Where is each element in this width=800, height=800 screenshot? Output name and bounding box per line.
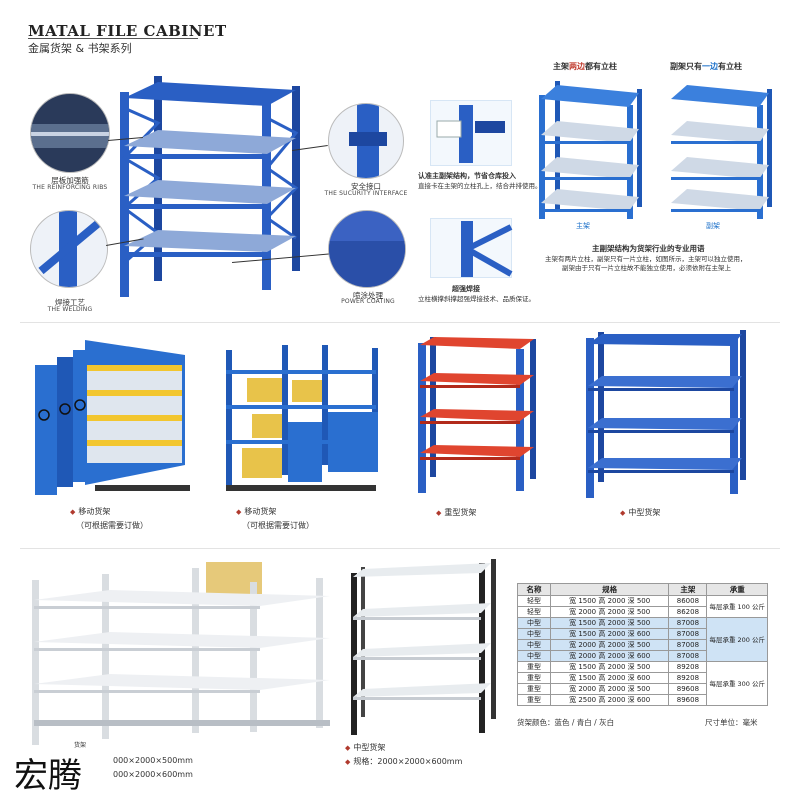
ribs-caption-en: THE REINFORCING RIBS bbox=[32, 184, 108, 191]
row-name: 轻型 bbox=[517, 595, 551, 607]
medium-shelf-white-spec: ◆规格：2000×2000×600mm bbox=[345, 757, 463, 766]
medium-shelf-blue-name: ◆中型货架 bbox=[620, 508, 661, 517]
row-name: 中型 bbox=[517, 628, 551, 640]
bottom-left-label-fragment: 货架 bbox=[74, 742, 87, 749]
table-row: 重型 宽 2500 高 2000 深 600 89608 bbox=[517, 694, 768, 706]
row-name: 中型 bbox=[517, 650, 551, 662]
mobile-shelf-2-name: ◆移动货架 bbox=[236, 507, 277, 516]
term-body-line1: 主架有两片立柱，副架只有一片立柱，如图所示，主架可以独立使用， bbox=[545, 255, 747, 263]
main-frame-heading: 主架两边都有立柱 bbox=[553, 62, 617, 71]
table-row: 中型 宽 2000 高 2000 深 600 87008 bbox=[517, 650, 768, 662]
row-code: 89608 bbox=[668, 694, 708, 706]
medium-shelf-blue-image bbox=[586, 330, 746, 498]
structure-desc1-body: 直接卡在主架的立柱孔上，结合井排使用。 bbox=[418, 182, 542, 190]
ribs-caption-cn: 层板加强筋 bbox=[51, 176, 89, 185]
interface-caption-cn: 安全接口 bbox=[351, 182, 381, 191]
table-row: 中型 宽 1500 高 2000 深 500 87008 每层承重 200 公斤 bbox=[517, 617, 768, 662]
welding-callout bbox=[30, 210, 108, 288]
row-name: 轻型 bbox=[517, 606, 551, 618]
row-code: 86208 bbox=[668, 606, 708, 618]
main-frame-illustration bbox=[539, 81, 642, 219]
row-code: 89608 bbox=[668, 683, 708, 695]
row-name: 重型 bbox=[517, 683, 551, 695]
welding-caption-en: THE WELDING bbox=[47, 306, 93, 313]
bottom-left-size2: 000×2000×600mm bbox=[113, 770, 193, 779]
row-code: 87008 bbox=[668, 628, 708, 640]
brand-watermark: 宏腾 bbox=[14, 756, 82, 796]
row-code: 87008 bbox=[668, 639, 708, 651]
row-name: 重型 bbox=[517, 661, 551, 673]
row-spec: 宽 2000 高 2000 深 600 bbox=[549, 650, 670, 662]
row-spec: 宽 2000 高 2000 深 500 bbox=[549, 683, 670, 695]
row-spec: 宽 1500 高 2000 深 500 bbox=[549, 661, 670, 673]
row-name: 中型 bbox=[517, 639, 551, 651]
coating-caption-cn: 喷涂处理 bbox=[353, 291, 383, 300]
mobile-shelf-1-image bbox=[35, 340, 190, 495]
medium-shelf-white-name: ◆中型货架 bbox=[345, 743, 386, 752]
section-divider bbox=[20, 322, 780, 323]
sub-frame-label: 副架 bbox=[706, 222, 720, 230]
heavy-shelf-image bbox=[418, 337, 536, 493]
row-spec: 宽 2000 高 2000 深 500 bbox=[549, 639, 670, 651]
section-divider bbox=[20, 548, 780, 549]
row-name: 重型 bbox=[517, 694, 551, 706]
row-code: 87008 bbox=[668, 617, 708, 629]
title-rule bbox=[28, 38, 198, 39]
mobile-shelf-2-image bbox=[226, 345, 378, 491]
row-name: 重型 bbox=[517, 672, 551, 684]
table-row: 轻型 宽 1500 高 2000 深 500 86008 每层承重 100 公斤 bbox=[517, 595, 768, 618]
structure-desc2-body: 立柱横撑斜撑超强焊接技术、品质保证。 bbox=[418, 295, 535, 303]
structure-desc1-title: 认准主副架结构，节省仓库投入 bbox=[418, 172, 516, 180]
row-spec: 宽 2000 高 2000 深 500 bbox=[549, 606, 670, 618]
white-long-shelf-image bbox=[32, 562, 330, 745]
load-medium: 每层承重 200 公斤 bbox=[706, 617, 768, 662]
load-light: 每层承重 100 公斤 bbox=[706, 595, 768, 618]
security-interface-callout bbox=[328, 103, 404, 179]
spec-header-spec: 规格 bbox=[549, 583, 670, 596]
load-heavy: 每层承重 300 公斤 bbox=[706, 661, 768, 706]
term-title: 主副架结构为货架行业的专业用语 bbox=[592, 244, 705, 253]
row-code: 87008 bbox=[668, 650, 708, 662]
spec-header-load: 承重 bbox=[706, 583, 768, 596]
term-body-line2: 副架由于只有一片立柱故不能独立使用，必须依附在主架上 bbox=[562, 264, 731, 272]
shelf-colors-note: 货架颜色：蓝色 / 青白 / 灰白 bbox=[517, 718, 615, 727]
weld-thumb bbox=[430, 218, 513, 278]
welding-caption-cn: 焊接工艺 bbox=[55, 298, 85, 307]
sub-frame-illustration bbox=[671, 85, 772, 219]
row-spec: 宽 1500 高 2000 深 500 bbox=[549, 595, 670, 607]
coating-caption-en: POWER COATING bbox=[341, 298, 395, 305]
mobile-shelf-2-note: （可根据需要订做） bbox=[242, 521, 314, 530]
row-spec: 宽 1500 高 2000 深 500 bbox=[549, 617, 670, 629]
medium-shelf-white-image bbox=[351, 559, 496, 735]
size-unit-note: 尺寸单位：毫米 bbox=[705, 718, 758, 727]
row-code: 89208 bbox=[668, 672, 708, 684]
row-spec: 宽 1500 高 2000 深 600 bbox=[549, 672, 670, 684]
structure-desc2-title: 超强焊接 bbox=[452, 285, 480, 293]
mobile-shelf-1-name: ◆移动货架 bbox=[70, 507, 111, 516]
row-spec: 宽 1500 高 2000 深 600 bbox=[549, 628, 670, 640]
sub-frame-heading: 副架只有一边有立柱 bbox=[670, 62, 742, 71]
mobile-shelf-1-note: （可根据需要订做） bbox=[76, 521, 148, 530]
spec-table: 名称 规格 主架 承重 轻型 宽 1500 高 2000 深 500 86008… bbox=[517, 583, 768, 706]
row-code: 89208 bbox=[668, 661, 708, 673]
catalog-title-en: MATAL FILE CABINET bbox=[28, 22, 227, 40]
table-row: 中型 宽 1500 高 2000 深 600 87008 bbox=[517, 628, 768, 640]
spec-header-name: 名称 bbox=[517, 583, 551, 596]
row-code: 86008 bbox=[668, 595, 708, 607]
row-name: 中型 bbox=[517, 617, 551, 629]
bottom-left-size1: 000×2000×500mm bbox=[113, 756, 193, 765]
interface-caption-en: THE SUCURITY INTERFACE bbox=[324, 190, 408, 197]
table-row: 轻型 宽 2000 高 2000 深 500 86208 bbox=[517, 606, 768, 618]
table-row: 重型 宽 1500 高 2000 深 500 89208 每层承重 300 公斤 bbox=[517, 661, 768, 706]
main-frame-label: 主架 bbox=[576, 222, 590, 230]
catalog-title-cn: 金属货架 & 书架系列 bbox=[28, 42, 132, 55]
reinforcing-ribs-callout bbox=[30, 93, 110, 173]
row-spec: 宽 2500 高 2000 深 600 bbox=[549, 694, 670, 706]
power-coating-callout bbox=[328, 210, 406, 288]
heavy-shelf-name: ◆重型货架 bbox=[436, 508, 477, 517]
spec-header-main: 主架 bbox=[668, 583, 708, 596]
connector-thumb bbox=[430, 100, 512, 166]
table-row: 重型 宽 1500 高 2000 深 600 89208 bbox=[517, 672, 768, 684]
blue-shelf-illustration bbox=[120, 76, 300, 297]
